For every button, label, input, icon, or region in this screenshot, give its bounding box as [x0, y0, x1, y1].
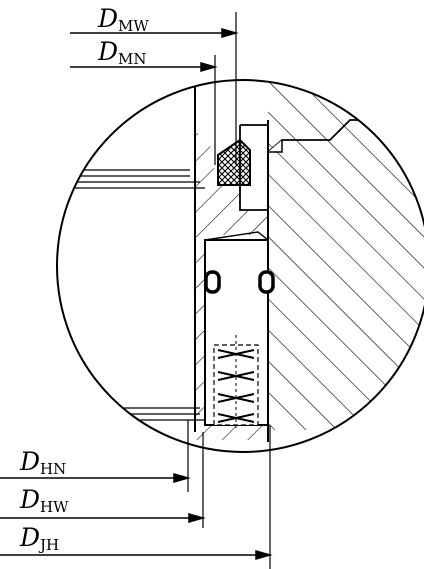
label-d-jh-main: D	[19, 523, 40, 552]
seal-ring-section	[195, 80, 268, 440]
o-ring-right	[258, 270, 275, 294]
shaft-lines-top	[60, 169, 205, 189]
o-ring-left	[204, 270, 221, 294]
label-d-mw: D MW	[97, 4, 149, 35]
label-d-hw-main: D	[19, 485, 40, 514]
label-d-mn-sub: MN	[118, 50, 146, 68]
spring	[213, 335, 259, 430]
housing-section	[268, 80, 424, 430]
shaft-lines-bottom	[60, 407, 205, 421]
label-d-hn-sub: HN	[40, 460, 66, 478]
label-d-jh: D JH	[19, 523, 59, 554]
label-d-hw: D HW	[19, 485, 69, 516]
label-d-mw-main: D	[97, 4, 118, 33]
label-d-mw-sub: MW	[118, 17, 149, 35]
label-d-hn-main: D	[19, 447, 40, 476]
dimension-lines	[0, 28, 273, 560]
label-d-jh-sub: JH	[38, 536, 59, 554]
detail-circle	[56, 79, 424, 453]
label-d-mn-main: D	[97, 37, 118, 66]
label-d-hw-sub: HW	[40, 498, 69, 516]
label-d-mn: D MN	[97, 37, 146, 68]
lip-seal	[217, 138, 251, 186]
extension-lines	[187, 12, 271, 569]
label-d-hn: D HN	[19, 447, 66, 478]
